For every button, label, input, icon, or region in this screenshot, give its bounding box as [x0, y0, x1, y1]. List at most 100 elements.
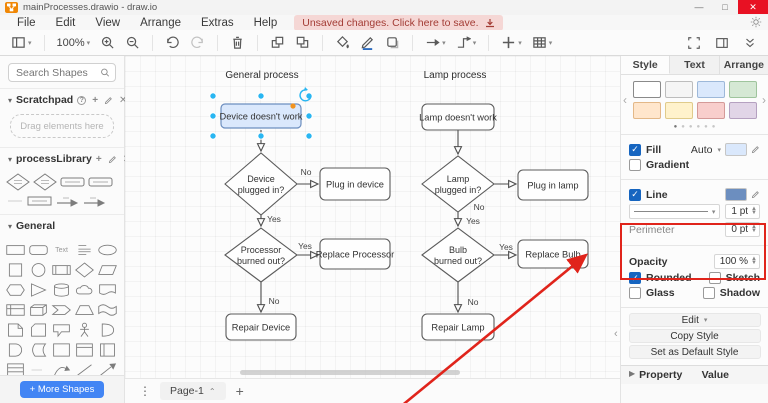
shape-or[interactable] — [96, 320, 119, 340]
shape-action-box[interactable] — [60, 176, 85, 188]
node-device-doesnt-work[interactable]: Device doesn't work — [220, 103, 303, 129]
shape-action-box[interactable] — [88, 176, 113, 188]
search-shapes-box[interactable] — [8, 63, 116, 82]
shape-text[interactable]: Text — [55, 246, 68, 254]
more-shapes-button[interactable]: + More Shapes — [19, 381, 105, 398]
perimeter-stepper[interactable]: 0 pt▲▼ — [725, 222, 760, 237]
shape-vertical-container[interactable] — [96, 340, 119, 360]
sketch-checkbox[interactable] — [708, 272, 721, 284]
shape-callout[interactable] — [50, 320, 73, 340]
add-icon[interactable]: + — [92, 94, 99, 106]
shape-rounded-rectangle[interactable] — [27, 240, 50, 260]
tab-arrange[interactable]: Arrange — [723, 59, 764, 71]
node-replace-bulb[interactable]: Replace Bulb — [517, 239, 589, 269]
help-icon[interactable]: ? — [77, 95, 87, 105]
fullscreen-button[interactable] — [684, 34, 704, 52]
style-preset-red[interactable] — [696, 102, 725, 119]
shape-text-item[interactable] — [6, 197, 24, 205]
node-lamp-plugged-in[interactable]: Lamp plugged in? — [421, 155, 495, 213]
shadow-button[interactable] — [382, 33, 403, 52]
shape-decision-device[interactable] — [6, 173, 30, 191]
shape-edge-yes[interactable] — [82, 194, 106, 208]
copy-style-button[interactable]: Copy Style — [628, 329, 761, 343]
panel-collapse-arrow[interactable]: ‹ — [614, 328, 618, 340]
opacity-stepper[interactable]: 100 %▲▼ — [713, 254, 760, 269]
node-plug-in-device[interactable]: Plug in device — [319, 167, 391, 201]
shape-data-storage[interactable] — [27, 340, 50, 360]
spinner-arrows-icon[interactable]: ▲▼ — [751, 256, 757, 266]
view-toggle-button[interactable]: ▾ — [8, 33, 35, 52]
chevron-left-icon[interactable]: ‹ — [623, 93, 627, 107]
style-preset-orange[interactable] — [632, 102, 661, 119]
edit-pencil-icon[interactable] — [104, 96, 113, 105]
tab-text[interactable]: Text — [670, 56, 720, 74]
close-button[interactable]: ✕ — [738, 0, 768, 14]
to-back-button[interactable] — [292, 33, 313, 52]
shape-cloud[interactable] — [73, 280, 96, 300]
style-preset-purple[interactable] — [728, 102, 757, 119]
waypoints-button[interactable]: ▾ — [453, 33, 480, 52]
edit-pencil-icon[interactable] — [108, 155, 117, 164]
process-library-section-header[interactable]: ▾ processLibrary + ✕ — [0, 147, 131, 169]
minimize-button[interactable]: — — [694, 2, 704, 12]
shape-parallelogram[interactable] — [96, 260, 119, 280]
shape-document[interactable] — [96, 280, 119, 300]
menu-file[interactable]: File — [17, 16, 36, 29]
zoom-out-button[interactable] — [122, 33, 143, 52]
shadow-checkbox[interactable] — [702, 287, 715, 299]
node-plug-in-lamp[interactable]: Plug in lamp — [517, 169, 589, 201]
menu-arrange[interactable]: Arrange — [140, 16, 181, 29]
edit-pencil-icon[interactable] — [751, 190, 760, 199]
shape-cylinder[interactable] — [50, 280, 73, 300]
node-repair-lamp[interactable]: Repair Lamp — [421, 313, 495, 341]
gradient-checkbox[interactable] — [629, 159, 641, 171]
edit-style-button[interactable]: Edit▾ — [628, 313, 761, 327]
shape-decision-processor[interactable] — [33, 173, 57, 191]
shape-rect-item[interactable] — [27, 195, 52, 207]
drawing-canvas[interactable]: General process Lamp process Device does… — [125, 56, 620, 378]
selection-handles[interactable] — [209, 87, 313, 140]
rounded-checkbox[interactable]: ✓ — [629, 272, 641, 284]
node-repair-device[interactable]: Repair Device — [225, 313, 297, 341]
shape-line[interactable] — [73, 360, 96, 380]
shape-edge-no[interactable] — [55, 194, 79, 208]
collapse-expand-button[interactable] — [740, 34, 760, 52]
shape-actor[interactable] — [73, 320, 96, 340]
unsaved-changes-banner[interactable]: Unsaved changes. Click here to save. — [294, 14, 503, 31]
menu-view[interactable]: View — [95, 16, 121, 29]
shape-rectangle[interactable] — [4, 240, 27, 260]
add-icon[interactable]: + — [95, 153, 102, 165]
style-preset-white[interactable] — [632, 81, 661, 98]
delete-button[interactable] — [227, 33, 248, 52]
zoom-dropdown[interactable]: 100%▾ — [54, 35, 94, 51]
menu-edit[interactable]: Edit — [55, 16, 76, 29]
connection-style-button[interactable]: ▾ — [422, 33, 449, 52]
shape-card[interactable] — [27, 320, 50, 340]
set-default-style-button[interactable]: Set as Default Style — [628, 345, 761, 359]
shape-horizontal-line[interactable] — [27, 360, 50, 380]
spinner-arrows-icon[interactable]: ▲▼ — [751, 224, 757, 234]
theme-toggle-button[interactable] — [750, 16, 762, 28]
to-front-button[interactable] — [267, 33, 288, 52]
shape-titled-container[interactable] — [73, 340, 96, 360]
style-preset-blue[interactable] — [696, 81, 725, 98]
page-tab[interactable]: Page-1⌃ — [160, 382, 226, 400]
tab-style[interactable]: Style — [621, 56, 671, 74]
horizontal-scrollbar[interactable] — [240, 370, 460, 375]
maximize-button[interactable]: □ — [722, 2, 728, 12]
shape-tape[interactable] — [96, 300, 119, 320]
search-input[interactable] — [14, 65, 100, 80]
shape-ellipse[interactable] — [96, 240, 119, 260]
line-color-button[interactable] — [357, 33, 378, 52]
pages-menu-icon[interactable]: ⋮ — [139, 384, 151, 398]
shape-curve[interactable] — [50, 360, 73, 380]
node-device-plugged-in[interactable]: Device plugged in? — [224, 152, 298, 216]
node-bulb-burned-out[interactable]: Bulb burned out? — [421, 227, 495, 283]
shape-diamond[interactable] — [73, 260, 96, 280]
general-section-header[interactable]: ▾ General — [0, 214, 124, 236]
line-checkbox[interactable]: ✓ — [629, 188, 641, 201]
shape-trapezoid[interactable] — [73, 300, 96, 320]
shape-textbox[interactable] — [73, 240, 96, 260]
shape-arrow[interactable] — [96, 360, 119, 380]
shape-triangle[interactable] — [27, 280, 50, 300]
